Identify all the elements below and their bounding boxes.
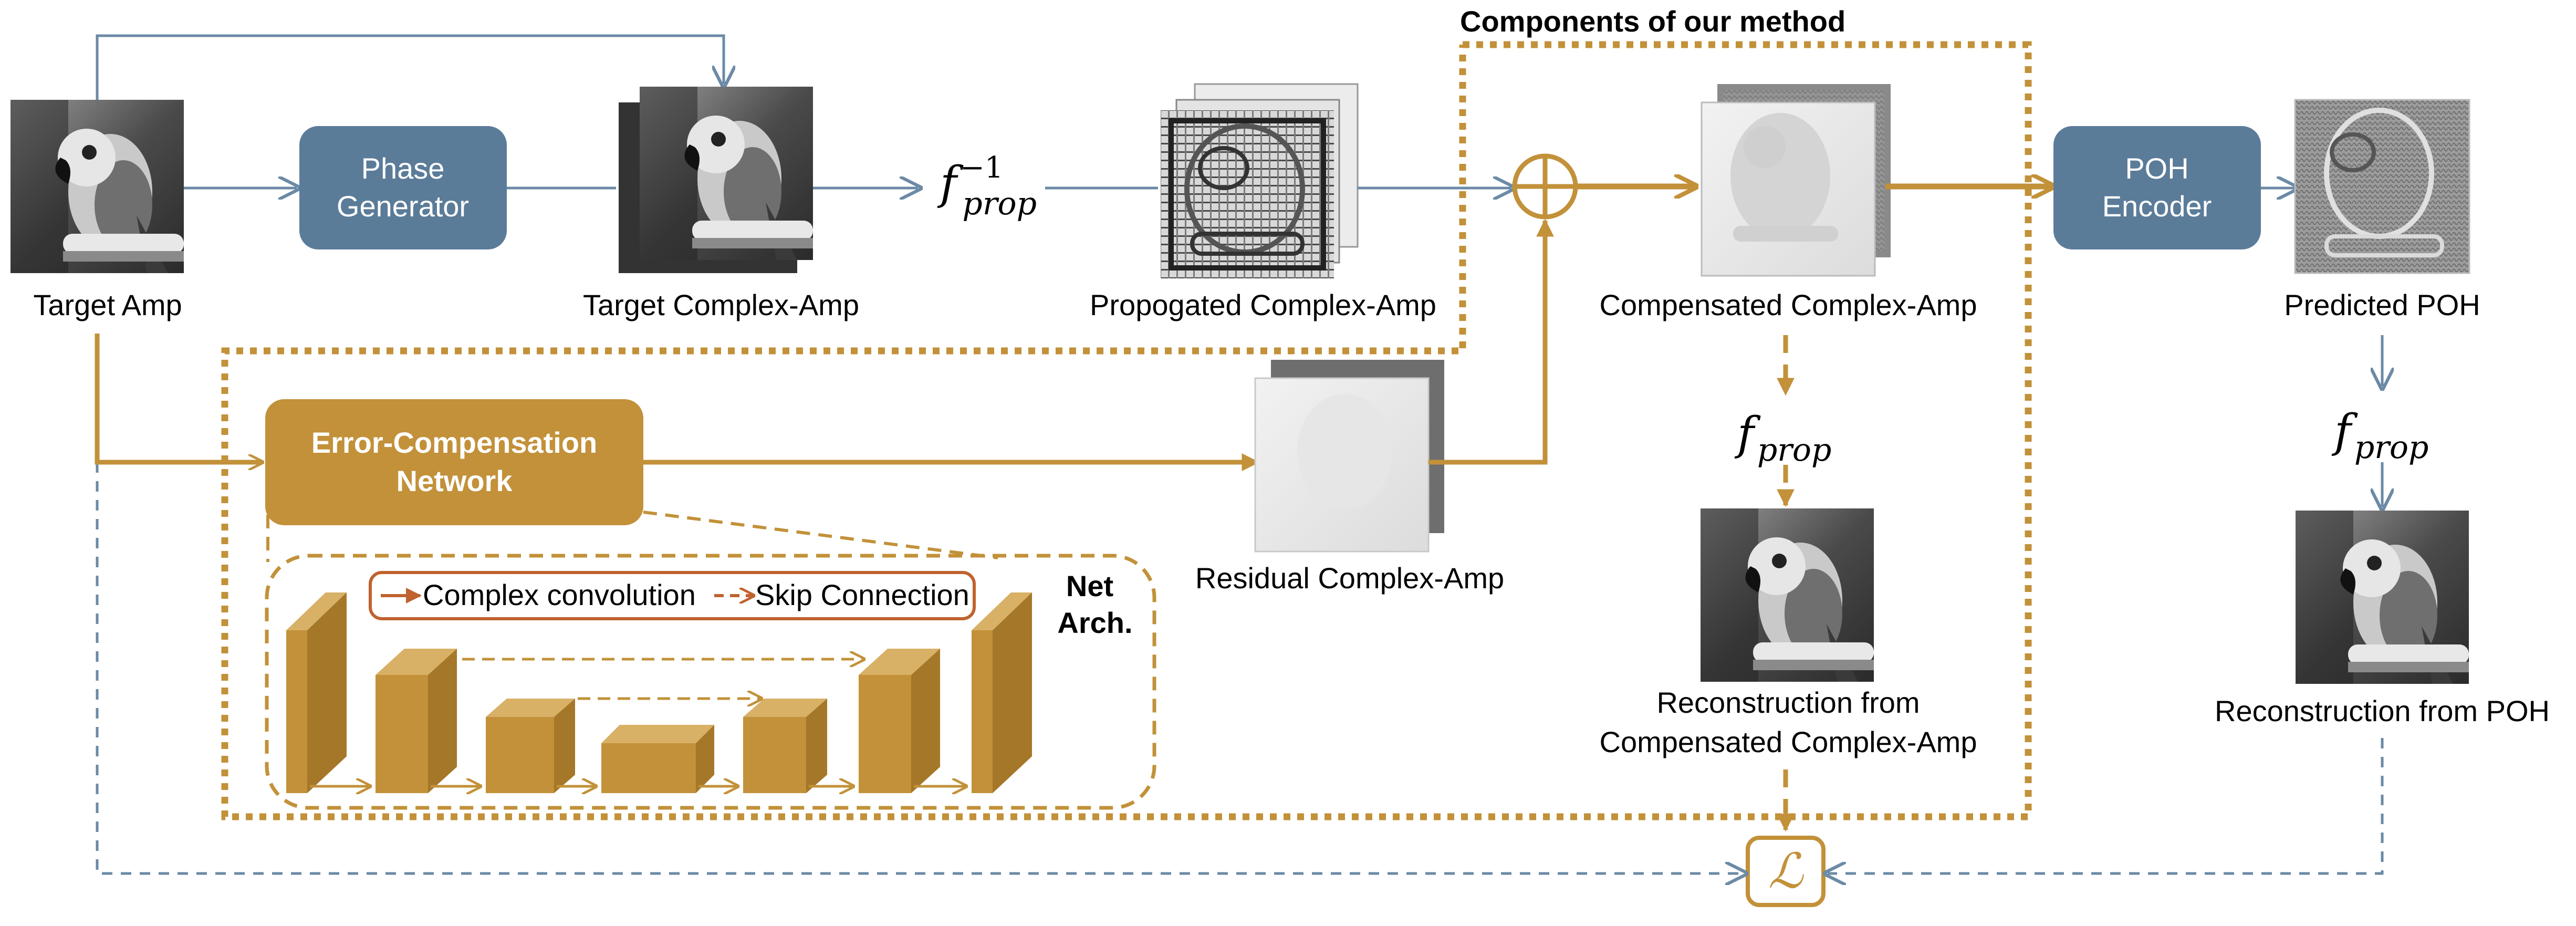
ecn-line2: Network [397, 464, 513, 497]
conv-block-1 [286, 592, 347, 793]
sum-node [1512, 153, 1578, 220]
target-complex-amp-label: Target Complex-Amp [583, 288, 859, 321]
propagated-complex-amp-image [1161, 83, 1359, 278]
conv-block-2 [376, 649, 457, 793]
ecn-line1: Error-Compensation [311, 426, 598, 459]
conv-block-3 [486, 699, 575, 793]
target-to-network-arrow [95, 334, 263, 462]
legend-complex-conv-label: Complex convolution [423, 578, 696, 611]
compensated-complex-amp-label: Compensated Complex-Amp [1600, 288, 1977, 321]
phase-generator-line2: Generator [337, 190, 469, 223]
reconstruction-poh-label: Reconstruction from POH [2215, 694, 2550, 727]
conv-block-5 [743, 699, 827, 793]
target-to-loss-dashed-line [96, 462, 1744, 873]
zoom-connector-right [643, 511, 998, 559]
unet-architecture [286, 592, 1032, 793]
components-title: Components of our method [1460, 5, 1845, 38]
predicted-poh-label: Predicted POH [2284, 288, 2480, 321]
poh-encoder-box: POH Encoder [2053, 126, 2261, 249]
phase-generator-line1: Phase [361, 152, 445, 185]
target-amp-label: Target Amp [33, 288, 182, 321]
reconstruction-compensated-line1: Reconstruction from [1656, 686, 1920, 719]
loss-node: ℒ [1746, 836, 1826, 907]
net-arch-dashed-box [265, 554, 1156, 810]
skip-to-target-complex-arrow [96, 34, 724, 100]
target-amp-image [11, 100, 184, 273]
reconstruction-compensated-line2: Compensated Complex-Amp [1600, 725, 1977, 758]
phase-generator-box: Phase Generator [299, 126, 507, 249]
poh-encoder-line1: POH [2125, 152, 2188, 185]
reconstruction-compensated-image [1701, 508, 1874, 682]
components-dotted-boundary [221, 41, 2032, 820]
net-arch-legend: Complex convolution Skip Connection [369, 571, 976, 620]
conv-block-4 [601, 725, 714, 793]
legend-skip-label: Skip Connection [755, 578, 969, 611]
poh-reconstruction-to-loss-dashed-line [1828, 738, 2384, 873]
net-arch-title-line2: Arch. [1057, 606, 1132, 639]
loss-symbol: ℒ [1768, 843, 1804, 899]
conv-block-7 [972, 592, 1032, 793]
residual-complex-amp-image [1254, 360, 1444, 553]
propagated-complex-amp-label: Propogated Complex-Amp [1090, 288, 1436, 321]
residual-to-sum-arrow [1428, 219, 1554, 465]
net-arch-title-line1: Net [1066, 569, 1113, 602]
residual-complex-amp-label: Residual Complex-Amp [1195, 561, 1504, 595]
target-complex-amp-image [619, 87, 813, 273]
reconstruction-poh-image [2296, 511, 2469, 684]
predicted-poh-image [2294, 99, 2470, 274]
conv-block-6 [859, 649, 940, 793]
error-compensation-network-box: Error-Compensation Network [265, 399, 643, 525]
compensated-complex-amp-image [1701, 84, 1891, 277]
poh-encoder-line2: Encoder [2102, 190, 2212, 223]
